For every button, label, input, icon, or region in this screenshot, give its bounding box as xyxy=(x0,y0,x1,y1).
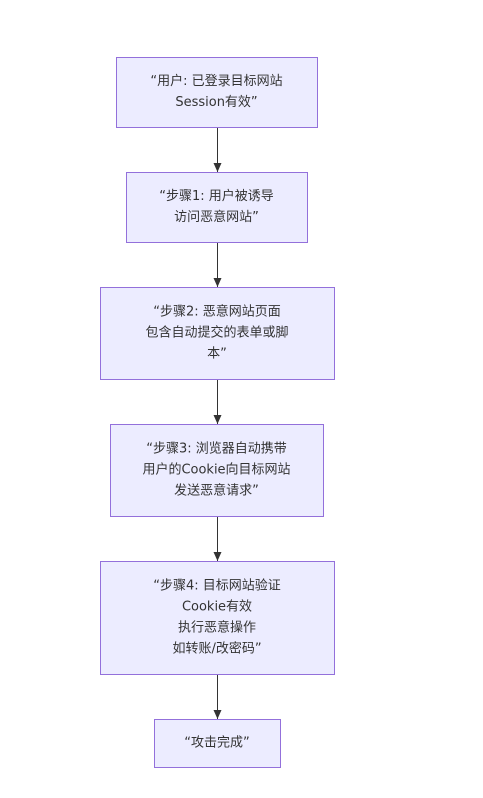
flow-node-user-state: “用户: 已登录目标网站 Session有效” xyxy=(116,57,318,128)
flow-node-label-line: 执行恶意操作 xyxy=(178,620,256,636)
flow-node-label-line: 本” xyxy=(207,347,227,362)
flow-node-label-line: 用户的Cookie向目标网站 xyxy=(142,462,290,478)
flow-node-label-line: 发送恶意请求” xyxy=(174,483,259,499)
flow-node-label-line: Cookie有效 xyxy=(182,600,252,615)
flow-node-attack-complete: “攻击完成” xyxy=(154,719,281,768)
flow-node-label-line: Session有效” xyxy=(175,95,257,110)
flow-node-label-line: “步骤1: 用户被诱导 xyxy=(159,188,274,204)
flow-node-label-line: “步骤3: 浏览器自动携带 xyxy=(146,441,287,457)
flow-node-box xyxy=(116,57,318,128)
flow-node-label-line: “步骤4: 目标网站验证 xyxy=(153,578,281,594)
flow-node-box xyxy=(110,424,324,517)
flow-node-label-line: “攻击完成” xyxy=(184,736,249,751)
flow-node-label-line: 访问恶意网站” xyxy=(174,209,259,225)
flow-node-label-line: 包含自动提交的表单或脚 xyxy=(145,325,288,341)
flow-node-label-line: “步骤2: 恶意网站页面 xyxy=(153,304,281,320)
flow-node-box xyxy=(100,287,335,380)
flow-node-box xyxy=(100,561,335,675)
flow-node-label-line: 如转账/改密码” xyxy=(172,641,261,657)
flow-node-label-line: “用户: 已登录目标网站 xyxy=(150,73,282,89)
flow-node-box xyxy=(154,719,281,768)
flow-node-box xyxy=(126,172,308,243)
